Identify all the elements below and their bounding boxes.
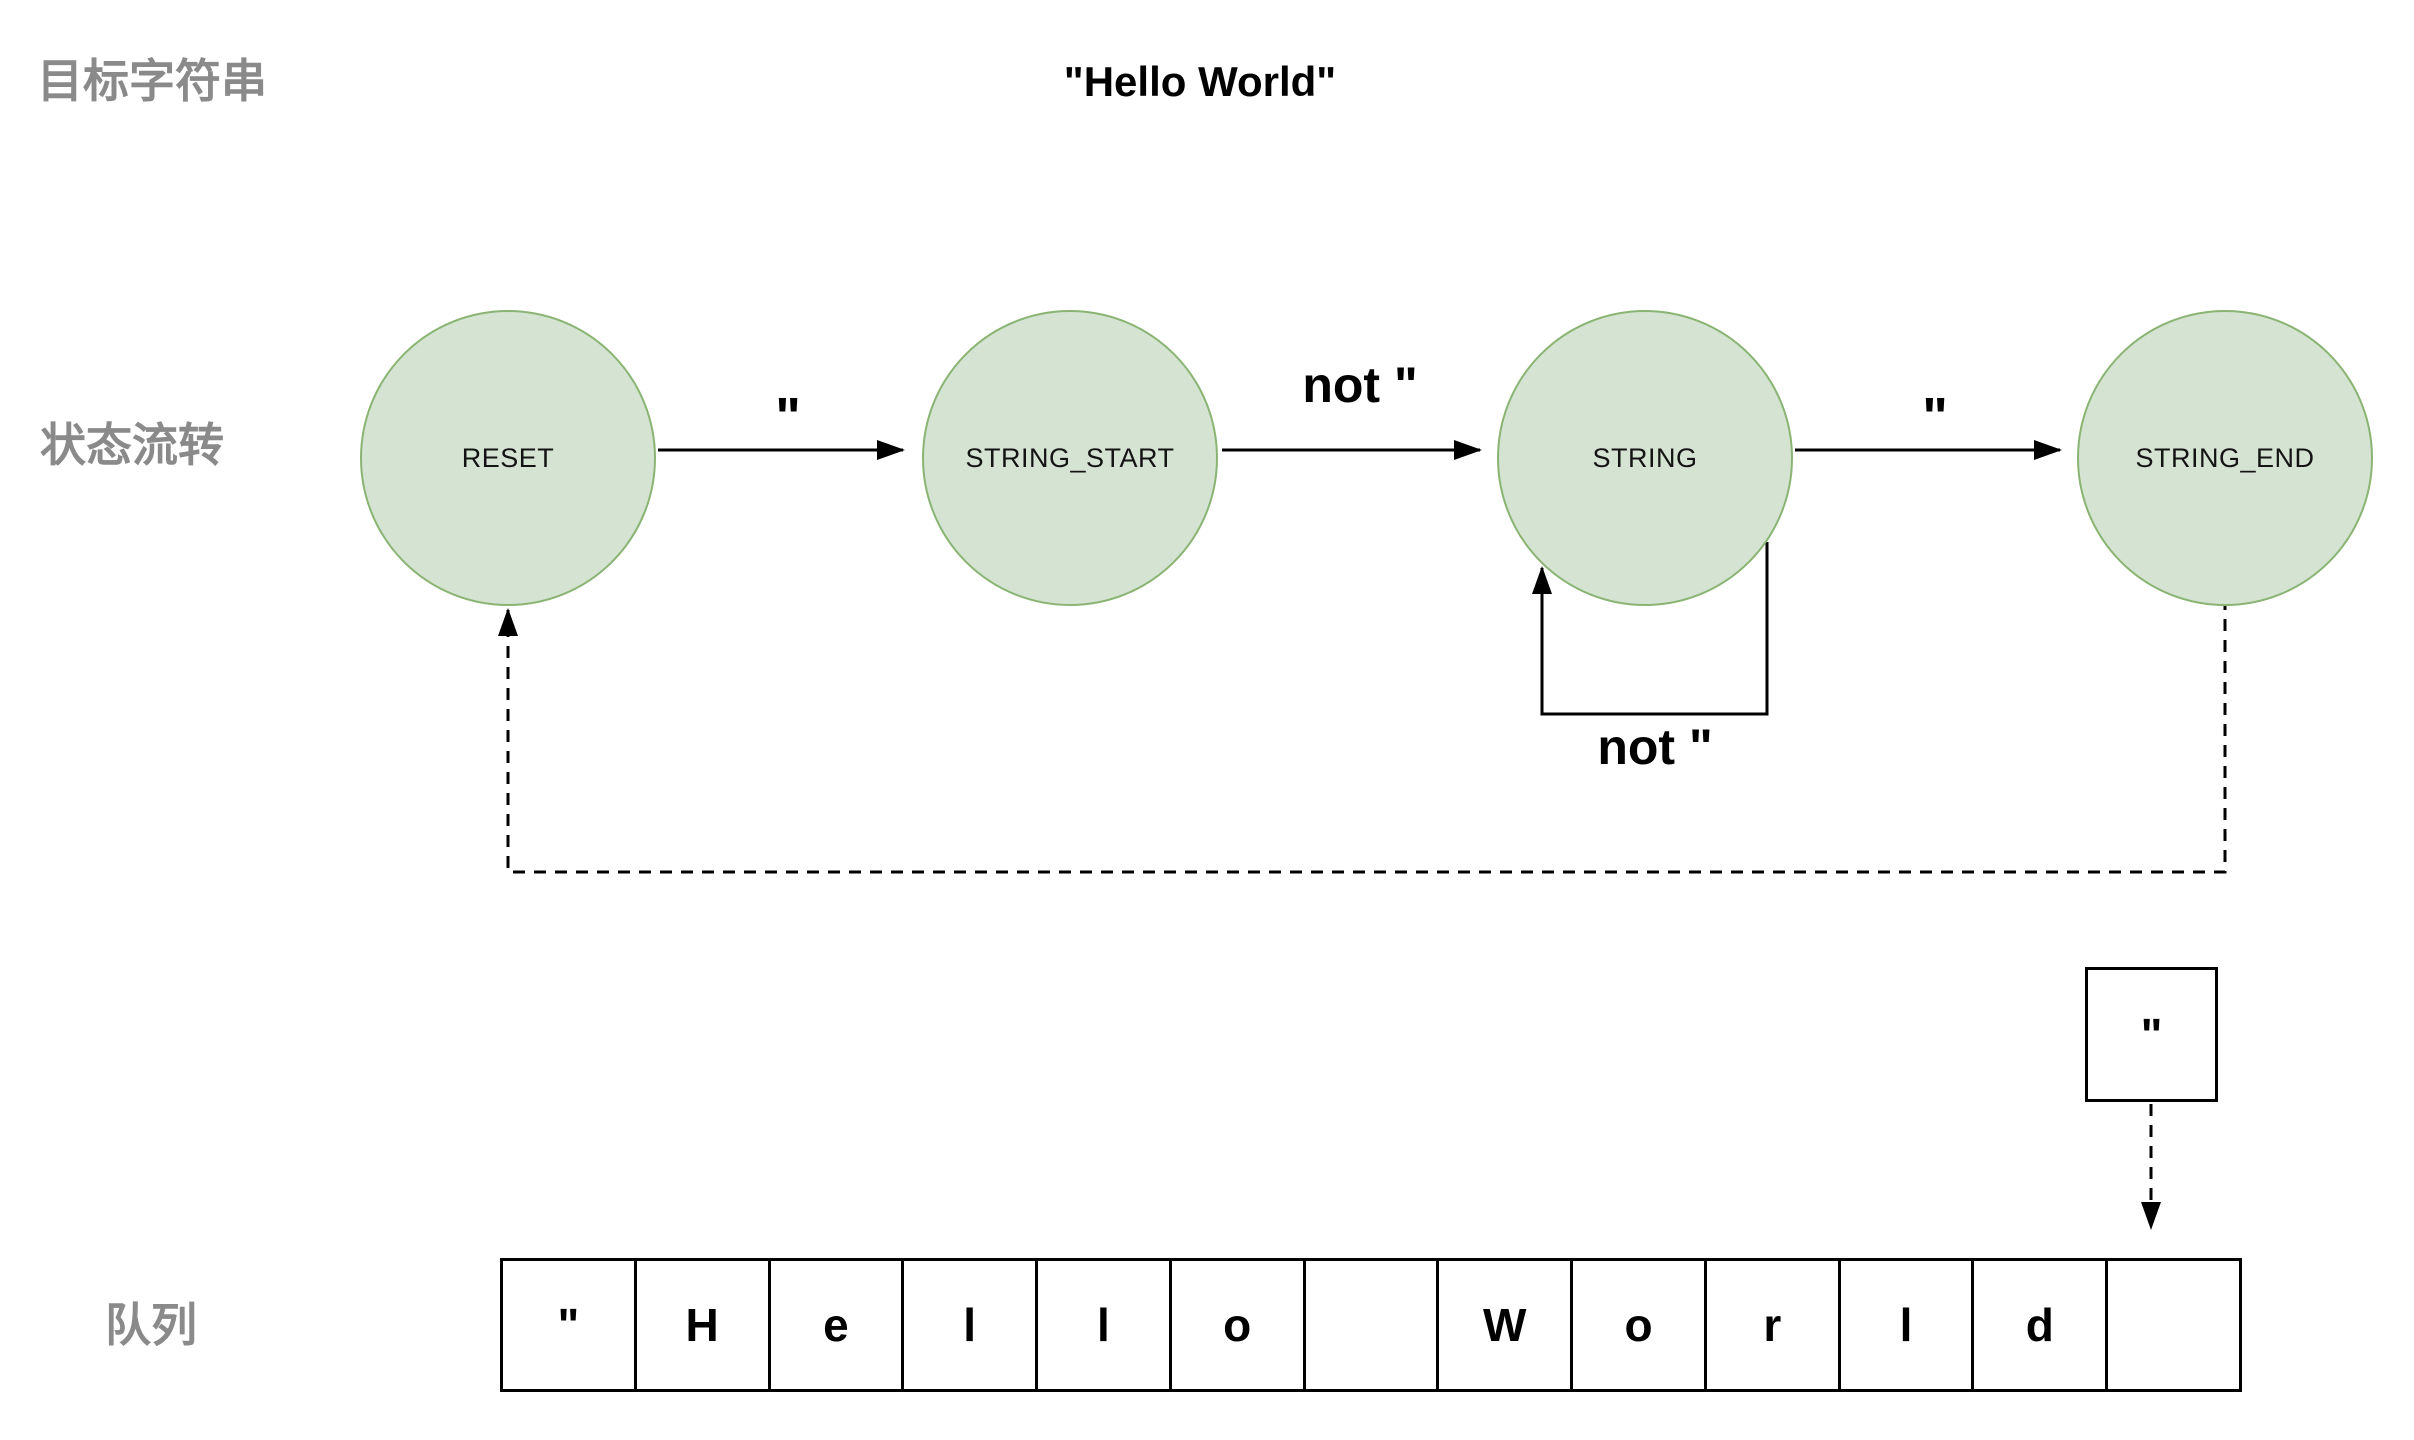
state-node-reset: RESET — [360, 310, 656, 606]
state-label-string-start: STRING_START — [965, 442, 1175, 473]
state-node-string: STRING — [1497, 310, 1793, 606]
state-node-string-start: STRING_START — [922, 310, 1218, 606]
queue-cell: l — [904, 1261, 1039, 1389]
queue-cell: d — [1974, 1261, 2109, 1389]
edge-label-quote-string-to-string-end: " — [1922, 387, 1948, 447]
next-char-box: " — [2085, 967, 2218, 1102]
queue-cell: r — [1707, 1261, 1841, 1389]
state-label-string-end: STRING_END — [2135, 442, 2315, 473]
queue-cell — [2108, 1261, 2239, 1389]
queue-section-label: 队列 — [105, 1299, 197, 1351]
state-label-string: STRING — [1592, 442, 1698, 473]
queue-cell — [1306, 1261, 1440, 1389]
queue-cell: e — [771, 1261, 905, 1389]
queue-cell: l — [1841, 1261, 1975, 1389]
queue-cell: " — [503, 1261, 637, 1389]
target-string-section-label: 目标字符串 — [37, 55, 267, 107]
state-label-reset: RESET — [461, 442, 555, 473]
self-loop-string — [1532, 542, 1769, 716]
queue-cell: o — [1573, 1261, 1707, 1389]
edge-label-not-quote-self-loop: not " — [1597, 719, 1713, 775]
dashed-feedback-string-end-to-reset — [498, 598, 2227, 874]
edge-label-not-quote-string-start-to-string: not " — [1302, 357, 1418, 413]
target-string-value: "Hello World" — [1063, 58, 1337, 105]
edge-label-quote-reset-to-string-start: " — [775, 387, 801, 447]
queue-cell: l — [1038, 1261, 1172, 1389]
state-node-string-end: STRING_END — [2077, 310, 2373, 606]
queue-cell: o — [1172, 1261, 1306, 1389]
queue-cell: W — [1439, 1261, 1574, 1389]
queue-cell: H — [637, 1261, 771, 1389]
state-flow-section-label: 状态流转 — [40, 419, 224, 471]
